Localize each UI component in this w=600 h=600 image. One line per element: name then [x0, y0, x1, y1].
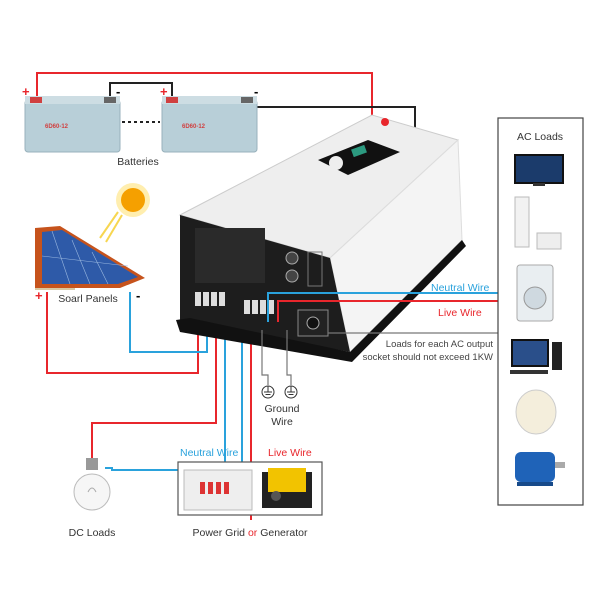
- battery-negative-wire: [250, 106, 416, 128]
- ground-icon: [284, 385, 298, 399]
- dc-loads-label: DC Loads: [69, 527, 116, 539]
- solar-panel-house-image: [35, 226, 145, 290]
- battery-1: 6D60-12: [24, 96, 121, 153]
- grid-neutral-wire-label: Neutral Wire: [180, 447, 239, 459]
- neutral-wire-label: Neutral Wire: [431, 282, 490, 294]
- grid-live-wire-label: Live Wire: [268, 447, 312, 459]
- battery-2: 6D60-12: [161, 96, 258, 153]
- ac-neutral-wire: [267, 292, 498, 322]
- ac-load-note: socket should not exceed 1KW: [363, 352, 493, 363]
- ac-load-note: Loads for each AC output: [386, 339, 494, 350]
- ground-wire-1: [261, 330, 269, 385]
- solar-positive-wire: [46, 292, 199, 374]
- ground-icon: [261, 385, 275, 399]
- battery-plus-sign: +: [160, 84, 168, 99]
- ac-live-wire: [277, 300, 498, 322]
- inverter-image: [176, 114, 466, 362]
- ac-loads-label: AC Loads: [517, 131, 563, 143]
- washing-machine-icon: [516, 264, 554, 322]
- battery-model-label: 6D60-12: [45, 124, 69, 130]
- solar-negative-wire: [129, 292, 208, 353]
- solar-plus-sign: +: [35, 288, 43, 303]
- battery-series-link: [109, 82, 173, 97]
- electric-motor-icon: [515, 452, 565, 486]
- dc-load-positive-wire: [91, 330, 217, 460]
- tv-icon: [514, 154, 564, 186]
- batteries-label: Batteries: [117, 156, 158, 168]
- rice-cooker-icon: [515, 389, 557, 435]
- light-bulb-icon: [73, 458, 111, 511]
- power-grid-or-generator-label: Power Grid or Generator: [193, 527, 308, 539]
- breaker-panel-image: [183, 469, 253, 511]
- dc-load-negative-wire: [105, 330, 226, 471]
- live-wire-label: Live Wire: [438, 307, 482, 319]
- battery-model-label: 6D60-12: [182, 124, 206, 130]
- ground-wire-label: Ground: [264, 403, 299, 415]
- battery-minus-sign: -: [254, 84, 258, 99]
- generator-image: [262, 468, 312, 508]
- air-conditioner-icon: [514, 196, 562, 250]
- ground-wire-label: Wire: [271, 416, 293, 428]
- solar-panels-label: Soarl Panels: [58, 293, 118, 305]
- ground-wire-2: [286, 330, 292, 385]
- solar-minus-sign: -: [136, 288, 140, 303]
- battery-plus-sign: +: [22, 84, 30, 99]
- battery-minus-sign: -: [116, 84, 120, 99]
- computer-icon: [510, 339, 562, 374]
- battery-positive-wire: [36, 72, 373, 118]
- sun-icon: [99, 183, 150, 243]
